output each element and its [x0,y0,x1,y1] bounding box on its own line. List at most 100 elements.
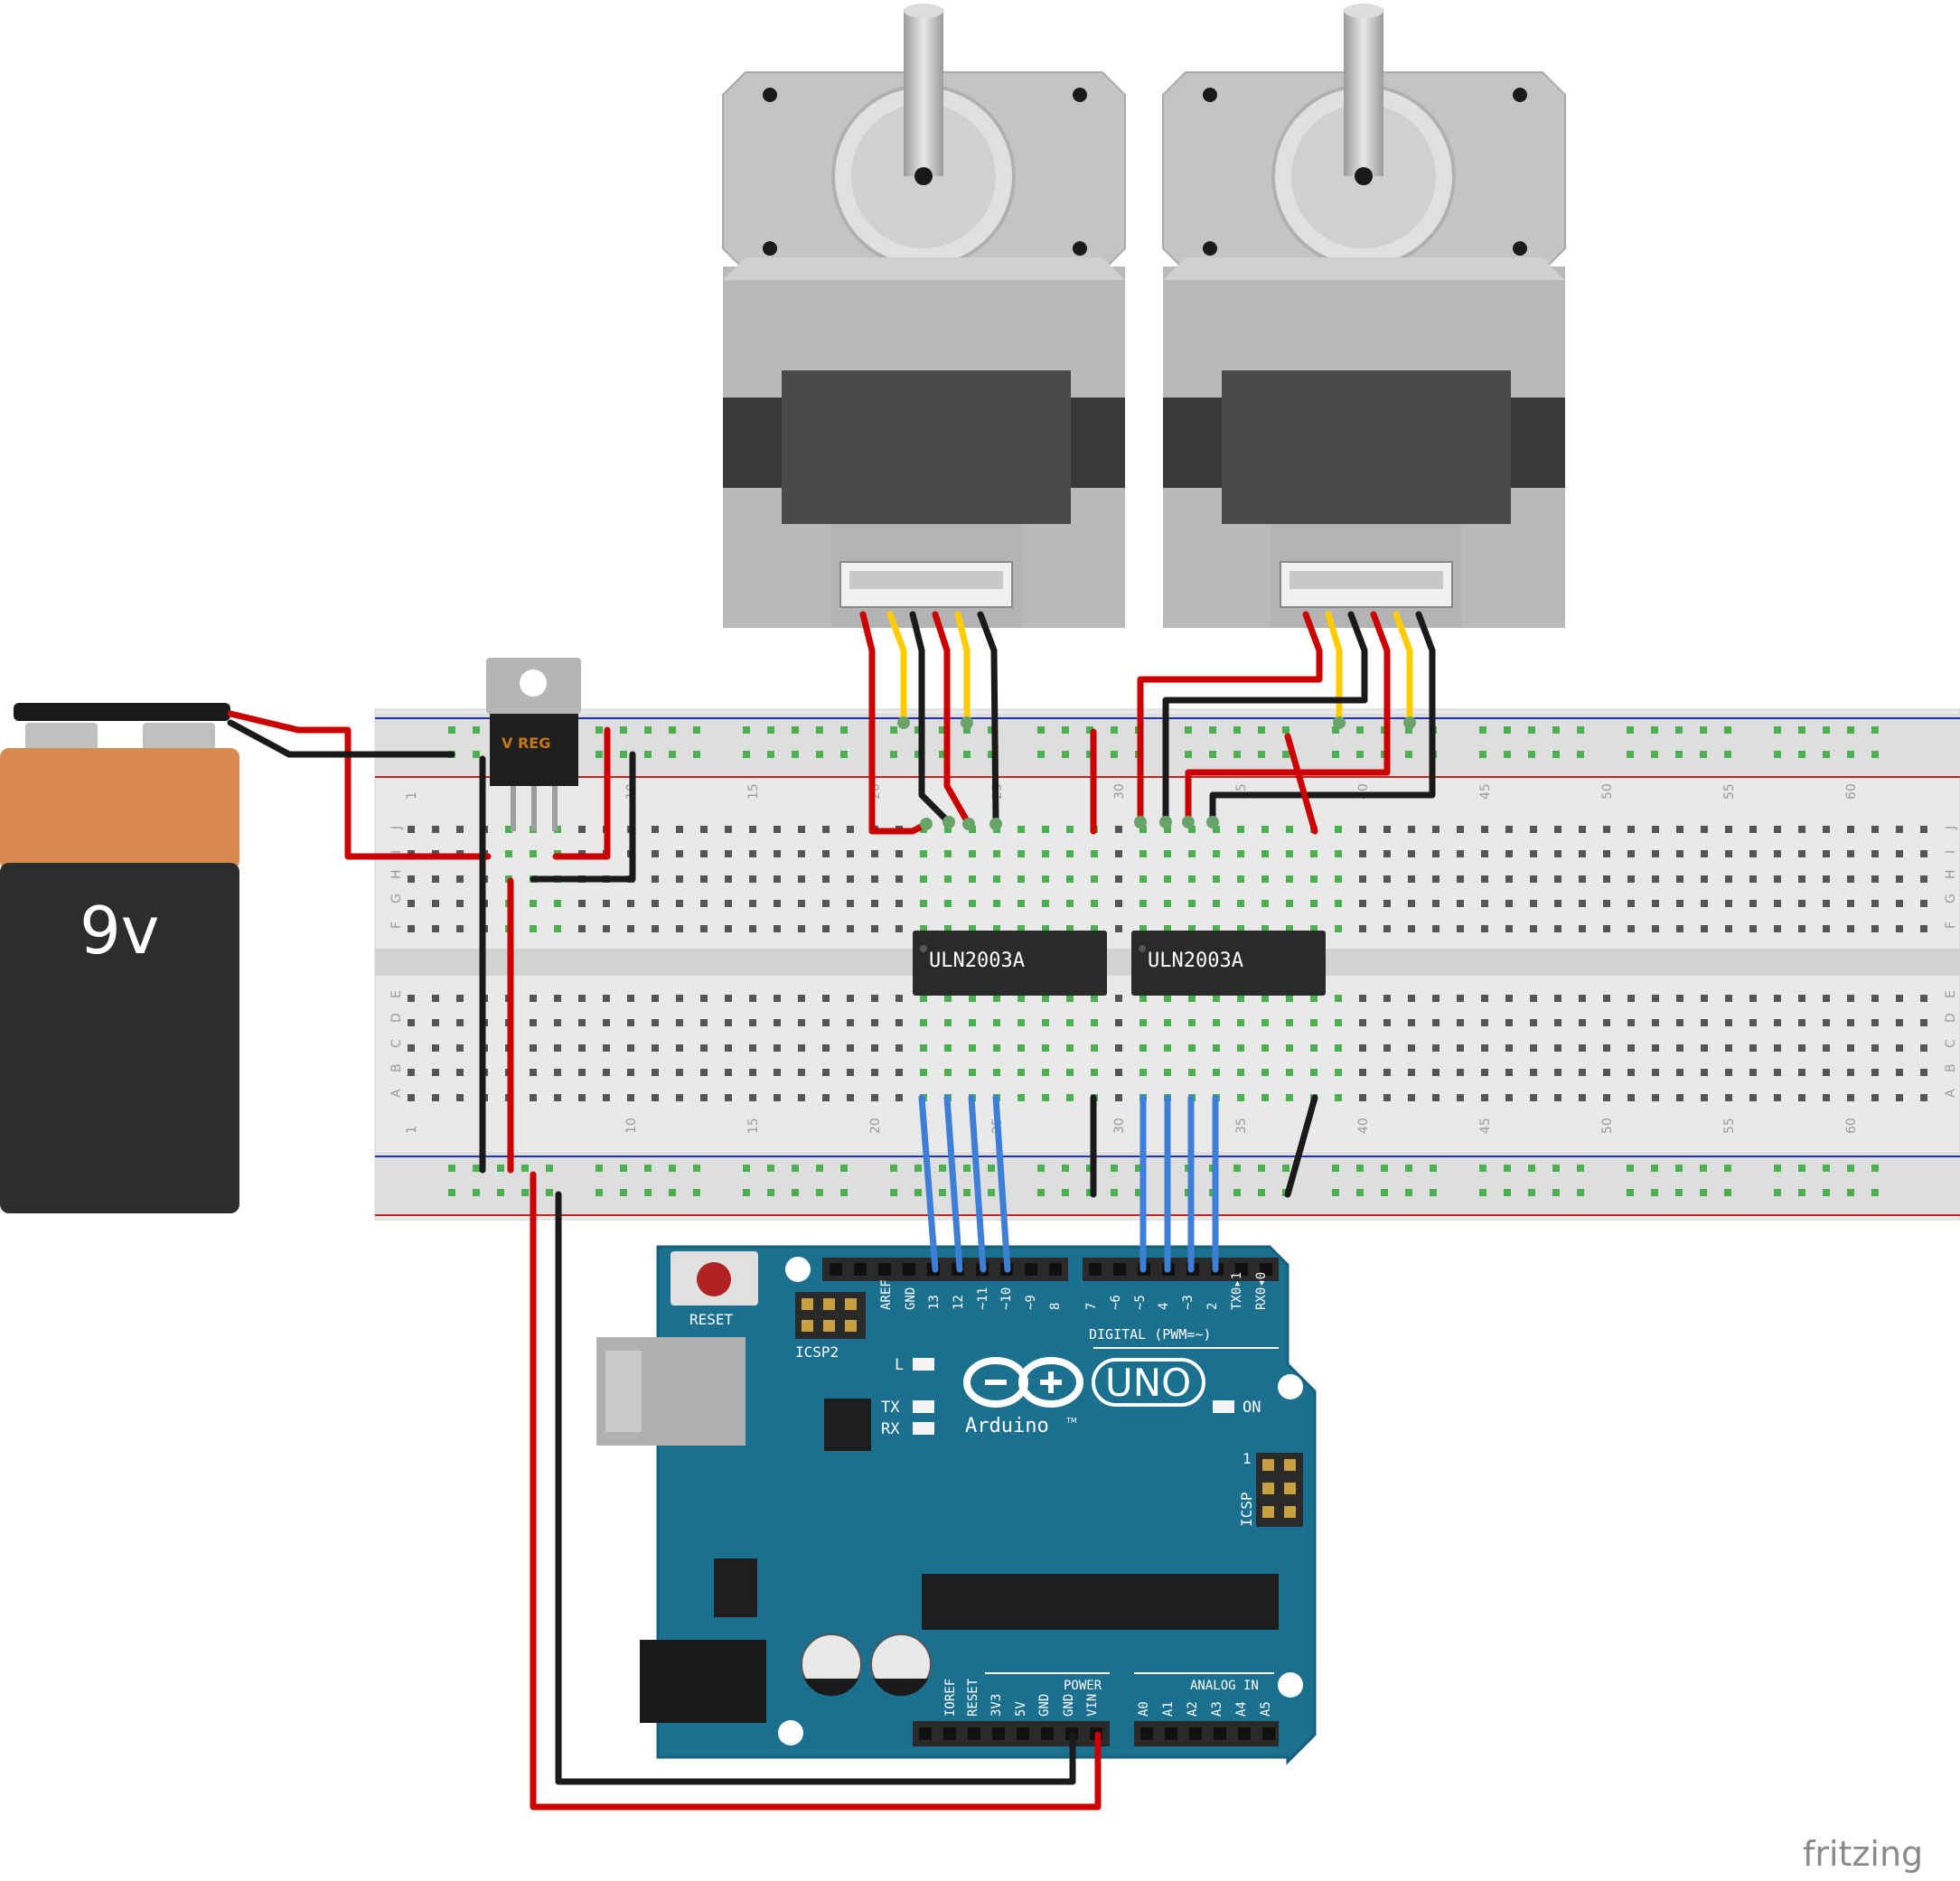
header-pin [903,1263,915,1276]
breadboard-hole [1725,925,1732,932]
rail-hole [1233,1189,1241,1196]
breadboard-hole [1823,900,1830,907]
breadboard-hole [1335,925,1342,932]
motor2-lead-yellow-b [1393,611,1413,726]
breadboard-hole [1774,850,1781,857]
breadboard-hole [896,925,903,932]
rail-hole [792,1189,799,1196]
breadboard-hole [1554,1094,1561,1101]
analog-pin-label: A3 [1210,1701,1224,1717]
rail-hole [1577,1189,1584,1196]
breadboard-hole [1261,900,1269,907]
battery-clip [14,703,230,721]
breadboard-hole [1091,1019,1098,1026]
breadboard-hole [530,995,537,1002]
regulator-pin [511,786,516,831]
breadboard-hole [822,1019,830,1026]
breadboard-hole [1018,1019,1025,1026]
rail-hole [1258,1189,1265,1196]
motor-screw-hole [1073,241,1087,256]
digital-pin-label: ~9 [1024,1295,1038,1310]
breadboard-hole [1896,1094,1903,1101]
breadboard-hole [505,826,512,833]
breadboard-hole [1018,925,1025,932]
breadboard-hole [1359,1019,1366,1026]
breadboard-hole [676,1044,683,1052]
breadboard-hole [603,1019,610,1026]
rail-hole [963,1189,971,1196]
breadboard-hole [1188,995,1196,1002]
rail-hole [1774,1165,1781,1172]
breadboard-hole [847,925,854,932]
rail-hole [1774,751,1781,758]
breadboard-hole [1432,1044,1440,1052]
power-pin-label: 5V [1014,1701,1028,1717]
breadboard-hole [725,995,732,1002]
rail-hole [1062,726,1069,734]
breadboard-hole [1701,826,1708,833]
breadboard-hole [530,1094,537,1101]
motor1-lead-red-a [859,611,930,835]
header-pin [1025,1263,1037,1276]
breadboard-hole [408,826,415,833]
header-pin [1049,1263,1062,1276]
breadboard-hole [554,925,561,932]
breadboard-hole [603,1044,610,1052]
breadboard-hole [1432,1094,1440,1101]
breadboard-hole [1164,925,1171,932]
breadboard-hole [969,1019,976,1026]
breadboard-hole [1579,875,1586,883]
breadboard-hole [847,875,854,883]
breadboard-hole [896,900,903,907]
breadboard-hole [1432,925,1440,932]
breadboard-hole [1652,925,1659,932]
breadboard-hole [1627,1044,1635,1052]
breadboard-hole [1164,1019,1171,1026]
breadboard-hole [896,995,903,1002]
breadboard-hole [652,900,659,907]
breadboard-hole [1310,900,1318,907]
motor1-lead-yellow-a [886,611,907,726]
rail-hole [1086,1189,1093,1196]
rail-hole [988,751,995,758]
breadboard-hole [1579,1069,1586,1076]
reset-button-cap[interactable] [697,1262,731,1296]
breadboard-hole [1774,826,1781,833]
rail-hole [1847,1189,1854,1196]
breadboard-hole [1530,925,1537,932]
breadboard-hole [1188,900,1196,907]
rail-hole [1233,751,1241,758]
breadboard-hole [822,900,830,907]
breadboard-hole [1725,875,1732,883]
rail-hole [963,1165,971,1172]
breadboard-hole [554,995,561,1002]
breadboard-hole [652,850,659,857]
wire-contact [1182,816,1195,828]
breadboard-hole [627,900,634,907]
mount-hole [1278,1672,1303,1698]
breadboard-hole [578,995,586,1002]
breadboard-hole [749,1019,756,1026]
breadboard-hole [993,1069,1000,1076]
stepper-motor-1 [722,4,1126,628]
breadboard-hole [993,995,1000,1002]
breadboard-hole [676,826,683,833]
header-pin [1238,1727,1251,1740]
header-pin [1140,1727,1153,1740]
breadboard-hole [944,875,952,883]
breadboard-hole [944,925,952,932]
motor-shaft-tip [904,4,943,18]
breadboard-hole [1701,1019,1708,1026]
breadboard-hole [969,826,976,833]
breadboard-hole [530,1044,537,1052]
power-pin-label: IOREF [943,1679,958,1717]
breadboard-hole [1335,900,1342,907]
rail-hole [1823,751,1830,758]
breadboard-hole [456,925,464,932]
rail-hole [1552,726,1560,734]
breadboard-hole [798,995,805,1002]
breadboard-hole [1871,875,1879,883]
row-letter: B [389,1063,404,1072]
breadboard-hole [1896,925,1903,932]
breadboard-hole [1188,1019,1196,1026]
